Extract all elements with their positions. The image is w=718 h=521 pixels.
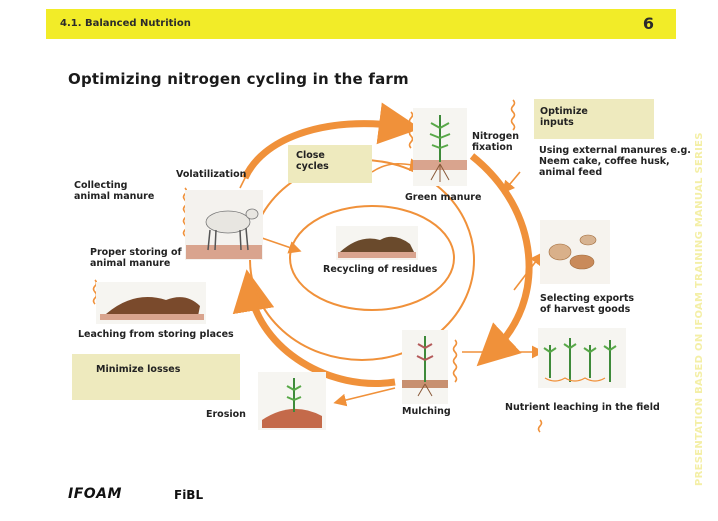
close-cycles-box: Close cycles (288, 145, 372, 183)
minimize-losses-label: Minimize losses (96, 364, 181, 375)
cow-illustration (185, 190, 263, 260)
header-bar: 4.1. Balanced Nutrition 6 (46, 9, 676, 39)
mulching-plant (402, 330, 448, 404)
arrow-to-exports (513, 252, 543, 291)
label-mulching: Mulching (402, 406, 451, 417)
label-volatilization: Volatilization (176, 169, 247, 180)
cycle-arrow-left (232, 269, 396, 387)
arrow-cow-to-residues (261, 237, 302, 254)
arrow-volatilization (239, 171, 249, 189)
harvest-goods (540, 220, 610, 284)
label-proper-storing: Proper storing of animal manure (90, 247, 182, 269)
arrow-optimize-inputs (501, 171, 521, 194)
label-recycling-residues: Recycling of residues (323, 264, 438, 275)
inner-thin-circle (289, 205, 455, 311)
close-cycles-label: Close cycles (296, 150, 329, 172)
cycle-arrow-top (241, 102, 421, 180)
minimize-losses-box: Minimize losses (72, 354, 240, 400)
fibl-logo: FiBL (174, 488, 204, 502)
label-collecting-animal-manure: Collecting animal manure (74, 180, 155, 202)
field-plants (538, 328, 626, 388)
compost-heap (336, 226, 418, 260)
side-series-text: PRESENTATION BASED ON IFOAM TRAINING MAN… (694, 132, 705, 486)
arrow-to-erosion (333, 387, 396, 407)
label-erosion: Erosion (206, 409, 246, 420)
label-nitrogen-fixation: Nitrogen fixation (472, 131, 519, 153)
optimize-inputs-label: Optimize inputs (540, 106, 588, 128)
label-leaching-storing: Leaching from storing places (78, 329, 234, 340)
page-number: 6 (642, 14, 654, 33)
manure-storage (96, 282, 206, 324)
erosion-plant (258, 372, 326, 430)
slide-title: Optimizing nitrogen cycling in the farm (68, 70, 409, 88)
green-manure-plant (413, 108, 467, 186)
label-nutrient-leaching: Nutrient leaching in the field (505, 402, 660, 413)
label-green-manure: Green manure (405, 192, 482, 203)
label-using-external-manures: Using external manures e.g. Neem cake, c… (539, 145, 691, 178)
cycle-arrow-right (469, 153, 533, 367)
section-title: 4.1. Balanced Nutrition (60, 18, 191, 29)
label-selecting-exports: Selecting exports of harvest goods (540, 293, 635, 315)
ifoam-logo: IFOAM (68, 486, 122, 502)
optimize-inputs-box: Optimize inputs (534, 99, 654, 139)
